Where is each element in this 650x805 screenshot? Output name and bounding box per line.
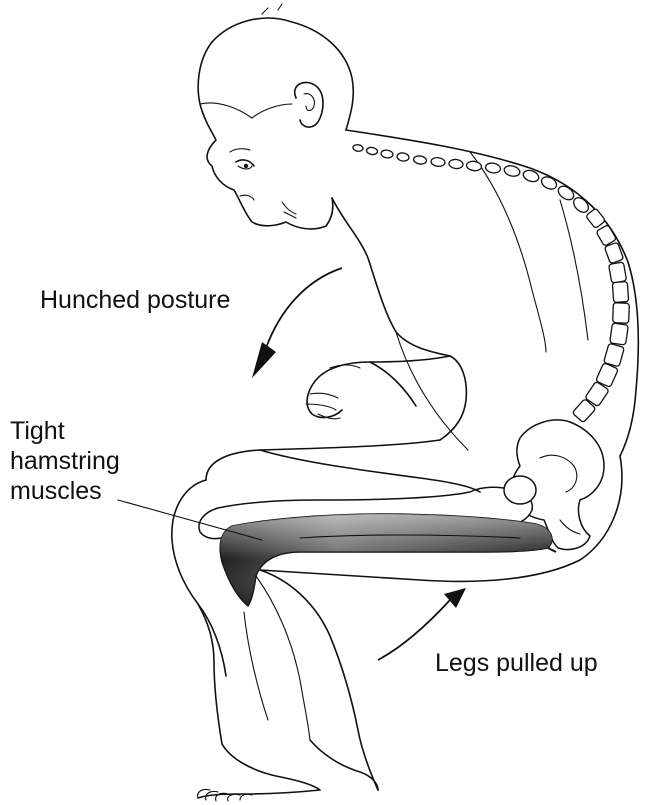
label-tight-hamstring-line1: Tight [10, 416, 120, 446]
hunched-posture-arrow [252, 268, 342, 378]
spine [353, 144, 630, 423]
label-tight-hamstring-line2: hamstring [10, 446, 120, 476]
label-tight-hamstring-muscles: Tight hamstring muscles [10, 416, 120, 506]
head [198, 4, 353, 229]
label-hunched-posture: Hunched posture [40, 285, 230, 315]
arm-hand [306, 356, 450, 419]
hamstring-muscle [220, 514, 556, 606]
label-legs-pulled-up: Legs pulled up [435, 648, 598, 678]
label-tight-hamstring-line3: muscles [10, 476, 120, 506]
